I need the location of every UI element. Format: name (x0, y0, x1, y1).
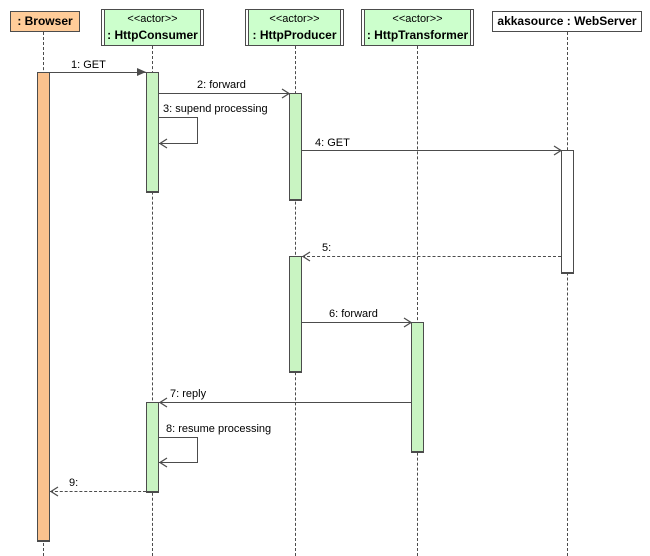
message-7-line (159, 402, 411, 403)
message-3-label: 3: supend processing (163, 103, 268, 115)
activation-http-transformer (411, 322, 424, 453)
open-arrowhead-right-icon (281, 88, 290, 99)
activation-http-producer-1 (289, 93, 302, 201)
actor-inner-frame: <<actor>> : HttpTransformer (364, 10, 471, 45)
participant-stereotype: <<actor>> (127, 13, 178, 25)
activation-browser (37, 72, 50, 542)
message-7-label: 7: reply (170, 388, 207, 400)
message-4-line (302, 150, 561, 151)
participant-name: : HttpProducer (252, 28, 337, 42)
filled-arrowhead-icon (137, 68, 146, 76)
participant-box-webserver: akkasource : WebServer (492, 11, 642, 32)
lifeline-http-transformer (417, 46, 418, 556)
message-8-label: 8: resume processing (166, 423, 272, 435)
actor-inner-frame: <<actor>> : HttpConsumer (104, 10, 201, 45)
lifeline-webserver (567, 32, 568, 556)
open-arrowhead-right-icon (403, 317, 412, 328)
participant-box-http-transformer: <<actor>> : HttpTransformer (361, 9, 474, 46)
message-6-label: 6: forward (329, 308, 378, 320)
message-5-line (302, 256, 561, 257)
participant-name: : HttpConsumer (107, 28, 198, 42)
participant-stereotype: <<actor>> (269, 13, 320, 25)
lifeline-http-consumer (152, 46, 153, 556)
participant-stereotype: <<actor>> (392, 13, 443, 25)
message-2-line (159, 93, 289, 94)
activation-http-consumer-1 (146, 72, 159, 193)
message-8-self-loop (159, 437, 198, 463)
message-3-self-loop (159, 117, 198, 144)
message-6-line (302, 322, 411, 323)
participant-box-browser: : Browser (10, 11, 80, 32)
message-2-label: 2: forward (197, 79, 246, 91)
open-arrowhead-left-icon (159, 457, 168, 468)
participant-name: : Browser (17, 14, 73, 28)
message-9-line (50, 491, 146, 492)
open-arrowhead-left-icon (159, 138, 168, 149)
message-9-label: 9: (69, 477, 79, 489)
message-5-label: 5: (322, 242, 332, 254)
activation-http-producer-2 (289, 256, 302, 373)
open-arrowhead-left-icon (159, 397, 168, 408)
open-arrowhead-left-icon (50, 486, 59, 497)
activation-webserver (561, 150, 574, 274)
open-arrowhead-left-icon (302, 251, 311, 262)
actor-inner-frame: <<actor>> : HttpProducer (248, 10, 341, 45)
activation-http-consumer-2 (146, 402, 159, 493)
message-1-line (50, 72, 146, 73)
message-1-label: 1: GET (71, 59, 106, 71)
participant-name: akkasource : WebServer (497, 14, 637, 28)
participant-name: : HttpTransformer (366, 28, 469, 42)
participant-box-http-producer: <<actor>> : HttpProducer (245, 9, 344, 46)
open-arrowhead-right-icon (553, 145, 562, 156)
message-4-label: 4: GET (315, 137, 350, 149)
participant-box-http-consumer: <<actor>> : HttpConsumer (101, 9, 204, 46)
